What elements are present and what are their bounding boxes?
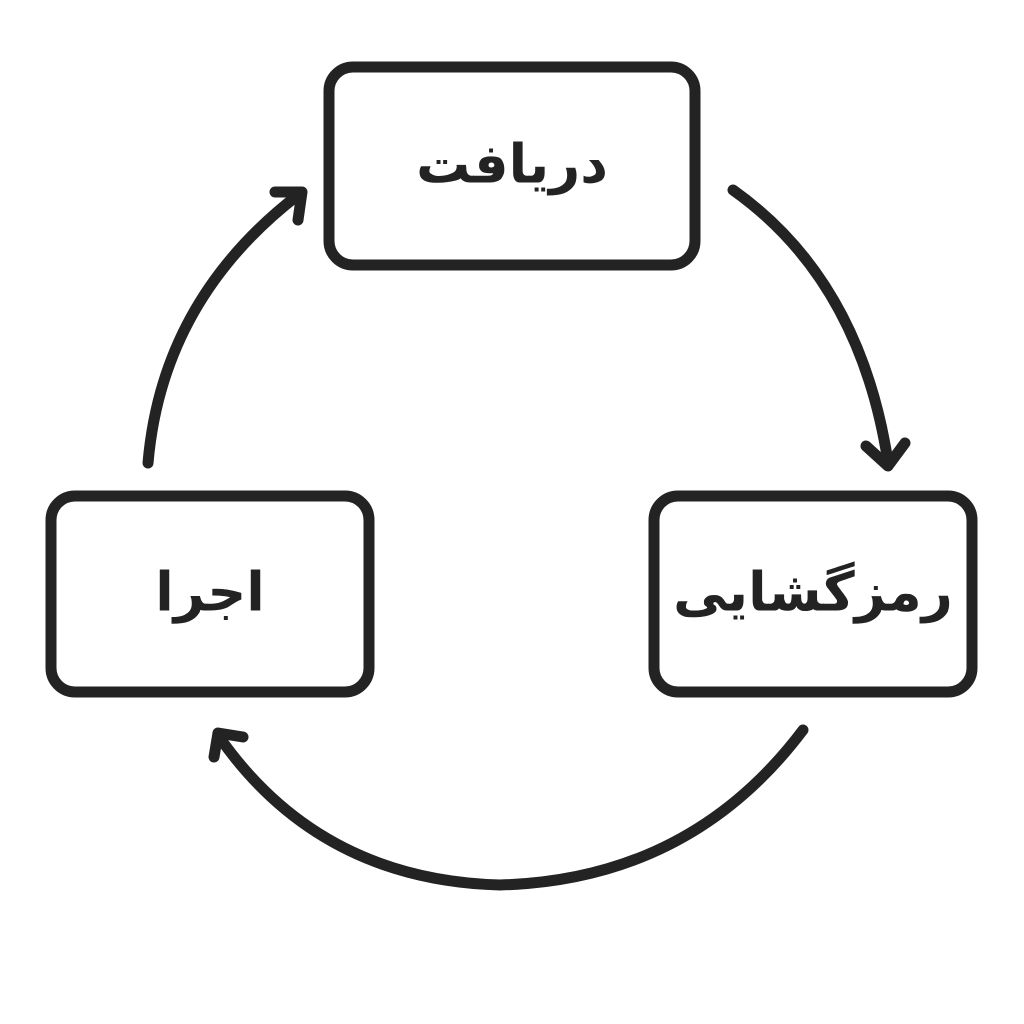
step-decode-box bbox=[648, 490, 978, 698]
arrow-execute-to-fetch bbox=[142, 186, 308, 469]
step-execute: اجرا bbox=[45, 490, 375, 698]
arrow-fetch-to-decode-head bbox=[860, 437, 911, 472]
step-fetch-label: دریافت bbox=[416, 133, 608, 196]
step-fetch-box bbox=[323, 61, 701, 271]
arrow-decode-to-execute bbox=[208, 724, 809, 891]
arrow-decode-to-execute-head bbox=[208, 727, 249, 763]
step-execute-box bbox=[45, 490, 375, 698]
arrow-fetch-to-decode-line bbox=[727, 184, 894, 468]
arrow-fetch-to-decode bbox=[727, 184, 911, 472]
step-fetch: دریافت bbox=[323, 61, 701, 271]
step-execute-label: اجرا bbox=[155, 561, 265, 624]
step-decode-label: رمزگشایی bbox=[673, 561, 953, 624]
arrow-execute-to-fetch-line bbox=[142, 189, 304, 469]
arrow-execute-to-fetch-head bbox=[269, 186, 308, 226]
arrow-decode-to-execute-line bbox=[214, 724, 809, 891]
step-decode: رمزگشایی bbox=[648, 490, 978, 698]
